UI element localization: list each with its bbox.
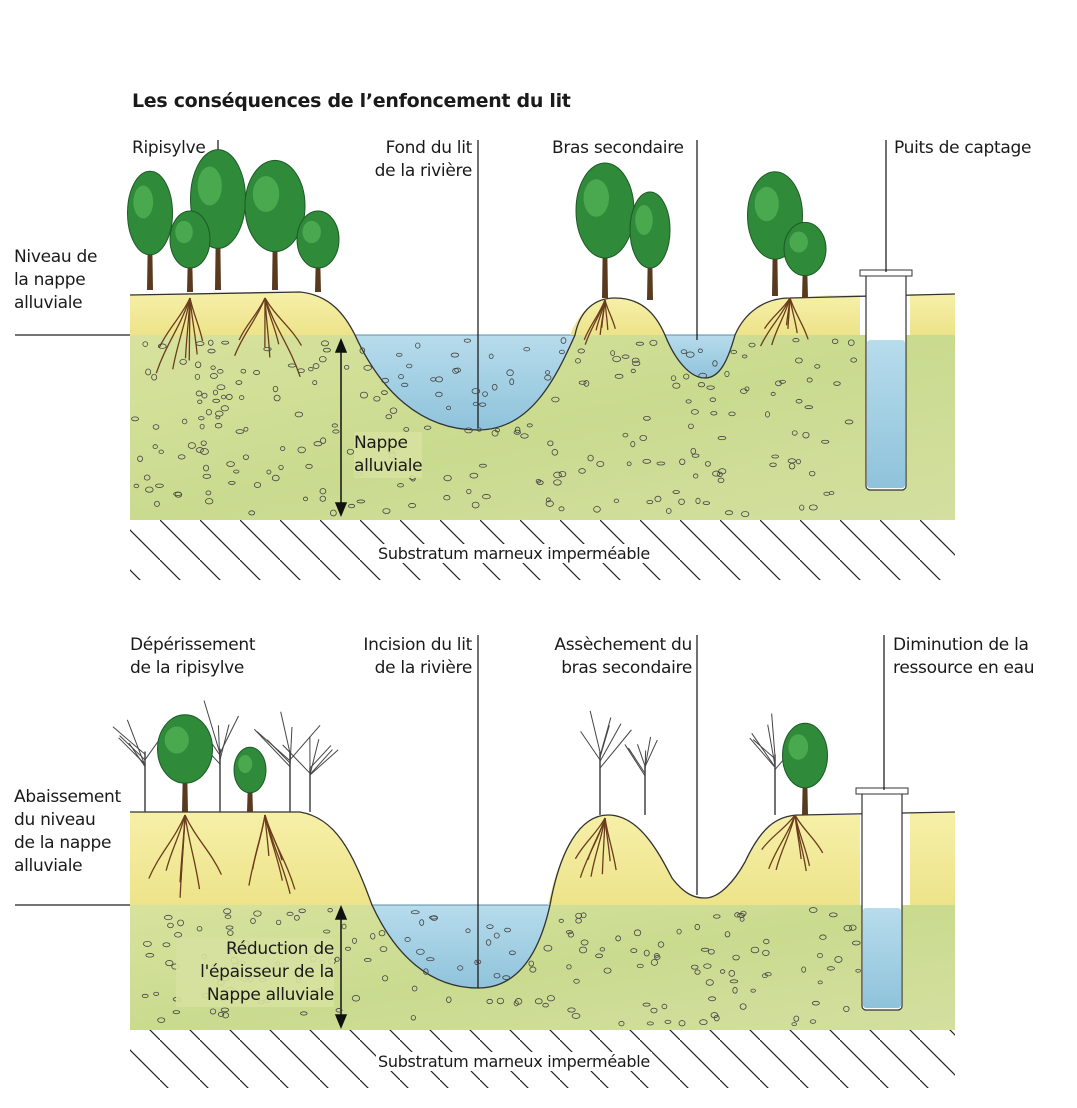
dead-tree-branch <box>218 725 220 766</box>
tree-highlight <box>584 179 610 217</box>
label-nappe-alluviale: Nappe alluviale <box>354 432 422 478</box>
label-deperissement: Dépérissement de la ripisylve <box>130 634 255 680</box>
dead-tree-branch <box>310 745 331 768</box>
panel-top <box>15 140 955 580</box>
tree-highlight <box>175 221 193 244</box>
label-fond-du-lit: Fond du lit de la rivière <box>360 137 472 183</box>
soil-right-top <box>910 294 955 335</box>
dead-tree-branch <box>625 744 645 775</box>
soil-right-bottom <box>910 812 955 905</box>
dead-tree-branch <box>290 725 320 759</box>
tree-highlight <box>755 187 779 222</box>
dead-tree-branch <box>752 733 775 767</box>
well-top <box>860 270 912 490</box>
tree-highlight <box>238 755 252 773</box>
panel-bottom <box>15 635 955 1088</box>
well-bottom <box>856 788 908 1010</box>
tree-highlight <box>198 167 222 206</box>
soil-left-bank-bottom <box>130 812 372 905</box>
dead-tree-branch <box>290 727 292 766</box>
dead-tree-branch <box>590 711 600 752</box>
label-incision: Incision du lit de la rivière <box>330 634 472 680</box>
dead-tree-branch <box>281 712 290 753</box>
dead-tree-branch <box>581 731 600 760</box>
label-substratum-top: Substratum marneux imperméable <box>376 544 652 563</box>
tree-highlight <box>253 176 279 212</box>
tree-highlight <box>788 734 808 760</box>
tree-highlight <box>133 186 153 219</box>
tree-highlight <box>789 232 807 253</box>
dead-tree-branch <box>645 740 657 767</box>
dead-tree-branch <box>127 720 145 766</box>
mound-mid-top <box>570 298 665 335</box>
label-assechement: Assèchement du bras secondaire <box>520 634 692 680</box>
label-ripisylve: Ripisylve <box>132 137 206 160</box>
dead-tree-branch <box>113 727 145 755</box>
label-abaissement: Abaissement du niveau de la nappe alluvi… <box>14 786 121 878</box>
tree-highlight <box>302 221 320 244</box>
label-puits-de-captage: Puits de captage <box>894 137 1031 160</box>
dead-tree-branch <box>628 748 645 773</box>
dead-tree-branch <box>645 750 646 773</box>
label-diminution: Diminution de la ressource en eau <box>893 634 1034 680</box>
figure-title: Les conséquences de l’enfoncement du lit <box>132 90 571 112</box>
label-substratum-bottom: Substratum marneux imperméable <box>376 1052 652 1071</box>
label-reduction: Réduction de l'épaisseur de la Nappe all… <box>176 938 334 1007</box>
dead-tree-branch <box>600 730 631 768</box>
tree-highlight <box>635 205 653 235</box>
label-bras-secondaire: Bras secondaire <box>552 137 684 160</box>
tree-highlight <box>165 727 189 754</box>
label-niveau-nappe: Niveau de la nappe alluviale <box>14 246 97 315</box>
dead-tree-branch <box>220 724 229 759</box>
